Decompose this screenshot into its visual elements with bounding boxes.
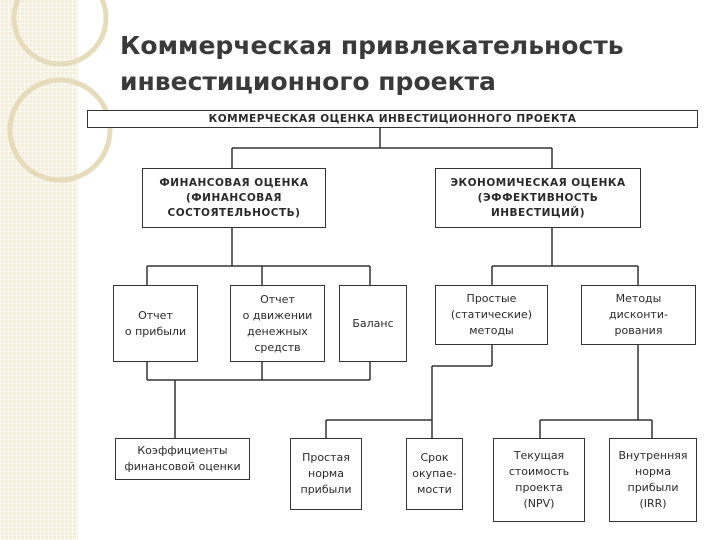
node-npv: Текущая стоимость проекта (NPV)	[493, 438, 585, 522]
node-financial-coefficients: Коэффициенты финансовой оценки	[115, 438, 250, 480]
slide-title: Коммерческая привлекательность инвестици…	[120, 28, 680, 100]
node-discounting-methods: Методы дисконти- рования	[581, 285, 696, 345]
node-profit-report: Отчет о прибыли	[113, 285, 198, 362]
decorative-side-stripe	[0, 0, 78, 540]
node-simple-profit-rate: Простая норма прибыли	[290, 438, 362, 510]
title-line-1: Коммерческая привлекательность	[120, 31, 624, 60]
node-commercial-evaluation: КОММЕРЧЕСКАЯ ОЦЕНКА ИНВЕСТИЦИОННОГО ПРОЕ…	[87, 110, 698, 128]
node-irr: Внутренняя норма прибыли (IRR)	[609, 438, 697, 522]
node-economic-evaluation: ЭКОНОМИЧЕСКАЯ ОЦЕНКА (ЭФФЕКТИВНОСТЬ ИНВЕ…	[435, 168, 641, 228]
node-balance: Баланс	[339, 285, 407, 362]
node-financial-evaluation: ФИНАНСОВАЯ ОЦЕНКА (ФИНАНСОВАЯ СОСТОЯТЕЛЬ…	[142, 168, 326, 228]
title-line-2: инвестиционного проекта	[120, 67, 496, 96]
node-simple-methods: Простые (статические) методы	[435, 285, 548, 345]
node-payback-period: Срок окупае- мости	[406, 438, 463, 510]
decorative-circles	[7, 0, 113, 183]
node-cashflow-report: Отчет о движении денежных средств	[230, 285, 325, 362]
